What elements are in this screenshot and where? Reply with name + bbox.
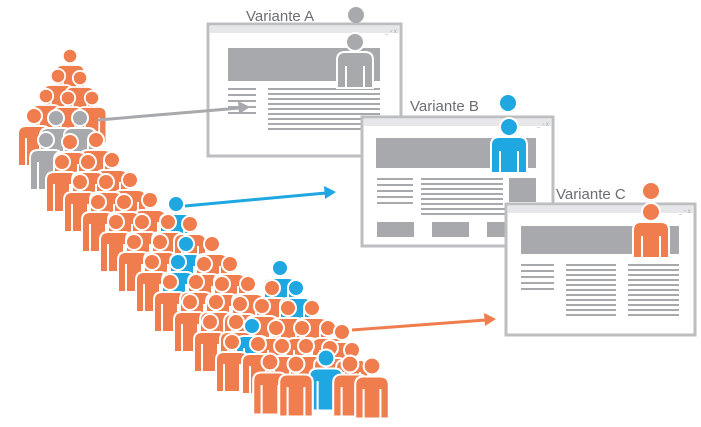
person-icon (278, 354, 314, 418)
variant-c-dot-icon (643, 183, 659, 199)
person-icon (632, 202, 670, 259)
variant-c-window: _ ▫ x (504, 202, 697, 337)
window-titlebar (364, 119, 551, 126)
arrow-to-variant-b (184, 186, 336, 208)
arrow-to-variant-a (97, 101, 250, 122)
window-controls-icon: _ ▫ x (678, 209, 691, 215)
text-lines (228, 88, 380, 130)
user-crowd (17, 47, 390, 420)
arrow-to-variant-c (351, 313, 496, 332)
footer-block (377, 222, 414, 237)
variant-c-label: Variante C (556, 186, 626, 203)
person-icon (490, 117, 528, 174)
variant-b-label: Variante B (410, 98, 479, 115)
side-block (509, 178, 536, 202)
variant-b-dot-icon (500, 95, 516, 111)
variant-a-window: _ ▫ x (206, 22, 403, 158)
person-icon (354, 356, 390, 420)
window-titlebar (508, 206, 693, 213)
variant-a-label: Variante A (246, 8, 314, 25)
text-lines (521, 264, 679, 316)
window-titlebar (210, 26, 399, 33)
text-lines (377, 178, 536, 215)
person-icon (336, 32, 374, 89)
footer-block (432, 222, 469, 237)
window-controls-icon: _ ▫ x (536, 122, 549, 128)
window-controls-icon: _ ▫ x (384, 29, 397, 35)
variant-a-dot-icon (348, 7, 364, 23)
